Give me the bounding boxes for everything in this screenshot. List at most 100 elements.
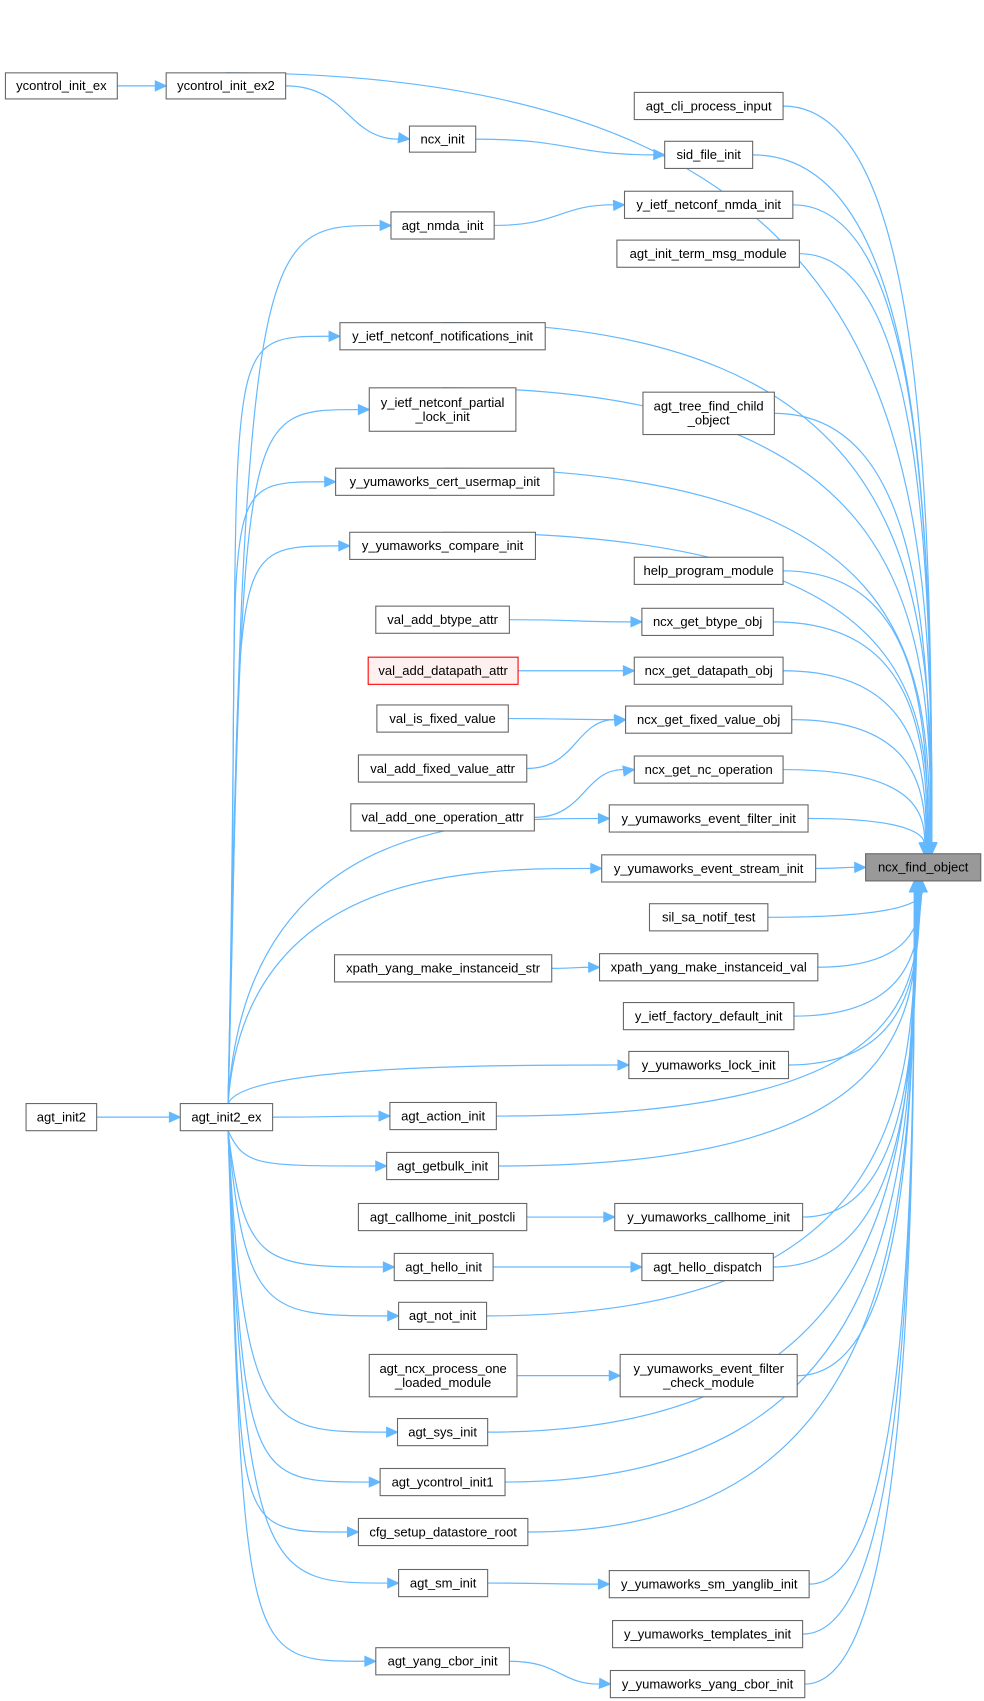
- node-label: y_yumaworks_event_filter_init: [621, 811, 796, 826]
- node-agt_sm_init[interactable]: agt_sm_init: [398, 1568, 489, 1598]
- node-agt_callhome_init_postcli[interactable]: agt_callhome_init_postcli: [357, 1202, 528, 1232]
- node-box: [641, 1252, 774, 1282]
- node-label: ncx_get_btype_obj: [653, 614, 762, 629]
- arrowhead-icon: [375, 1160, 388, 1172]
- node-y_yumaworks_sm_yanglib_init[interactable]: y_yumaworks_sm_yanglib_init: [608, 1570, 810, 1599]
- node-val_add_btype_attr[interactable]: val_add_btype_attr: [375, 605, 510, 634]
- arrowhead-icon: [908, 879, 921, 893]
- node-ncx_get_fixed_value_obj[interactable]: ncx_get_fixed_value_obj: [625, 705, 793, 734]
- node-y_yumaworks_templates_init[interactable]: y_yumaworks_templates_init: [612, 1619, 804, 1649]
- edge-line: [783, 768, 926, 843]
- call-edge-agt_init2_ex-to-y_yumaworks_lock_init: [227, 1059, 631, 1104]
- node-label: ycontrol_init_ex2: [177, 78, 275, 93]
- node-box: [664, 140, 754, 169]
- node-y_yumaworks_event_filter_init[interactable]: y_yumaworks_event_filter_init: [608, 804, 809, 833]
- node-box: [623, 190, 794, 219]
- node-val_add_fixed_value_attr[interactable]: val_add_fixed_value_attr: [357, 754, 528, 783]
- node-y_ietf_netconf_notifications_init[interactable]: y_ietf_netconf_notifications_init: [339, 322, 546, 351]
- call-edge-agt_init_term_msg_module-to-ncx_find_object: [799, 253, 938, 856]
- call-edge-agt_sm_init-to-y_yumaworks_sm_yanglib_init: [487, 1578, 611, 1590]
- edge-line: [804, 891, 916, 1685]
- node-label: agt_not_init: [409, 1308, 477, 1323]
- edge-line: [526, 719, 615, 770]
- arrowhead-icon: [918, 842, 930, 856]
- node-box: [376, 704, 509, 733]
- node-ycontrol_init_ex[interactable]: ycontrol_init_ex: [4, 72, 118, 100]
- node-box: [368, 1353, 518, 1398]
- node-label: val_add_btype_attr: [387, 612, 498, 627]
- call-edge-agt_init2_ex-to-agt_not_init: [227, 1130, 400, 1322]
- call-edge-agt_init2_ex-to-y_yumaworks_event_filter_init: [227, 812, 611, 1104]
- node-label: agt_action_init: [401, 1108, 485, 1123]
- call-edge-agt_init2_ex-to-y_yumaworks_event_stream_init: [227, 862, 604, 1104]
- arrowhead-icon: [368, 1476, 382, 1488]
- node-cfg_setup_datastore_root[interactable]: cfg_setup_datastore_root: [357, 1517, 529, 1547]
- edge-line: [227, 1130, 387, 1433]
- node-ncx_get_btype_obj[interactable]: ncx_get_btype_obj: [641, 607, 774, 636]
- node-label: ncx_find_object: [878, 860, 969, 875]
- edge-line: [509, 1660, 600, 1685]
- edge-line: [773, 891, 918, 1268]
- call-edge-val_add_fixed_value_attr-to-ncx_get_fixed_value_obj: [526, 715, 627, 770]
- node-box: [179, 1103, 274, 1132]
- node-xpath_yang_make_instanceid_str[interactable]: xpath_yang_make_instanceid_str: [333, 954, 553, 983]
- node-label: ncx_get_datapath_obj: [645, 663, 773, 678]
- node-y_ietf_netconf_partial_lock_init[interactable]: y_ietf_netconf_partial_lock_init: [368, 387, 517, 432]
- node-y_yumaworks_yang_cbor_init[interactable]: y_yumaworks_yang_cbor_init: [609, 1669, 806, 1699]
- node-agt_hello_dispatch[interactable]: agt_hello_dispatch: [641, 1252, 774, 1282]
- edge-line: [442, 322, 933, 843]
- edge-line: [487, 1582, 599, 1585]
- node-sil_sa_notif_test[interactable]: sil_sa_notif_test: [648, 903, 769, 932]
- node-agt_init2[interactable]: agt_init2: [25, 1103, 98, 1132]
- node-agt_init2_ex[interactable]: agt_init2_ex: [179, 1103, 274, 1132]
- arrowhead-icon: [612, 199, 626, 212]
- node-agt_hello_init[interactable]: agt_hello_init: [393, 1252, 494, 1282]
- node-agt_sys_init[interactable]: agt_sys_init: [396, 1417, 489, 1447]
- node-agt_cli_process_input[interactable]: agt_cli_process_input: [633, 91, 784, 121]
- node-ncx_get_nc_operation[interactable]: ncx_get_nc_operation: [633, 755, 784, 784]
- node-y_yumaworks_event_stream_init[interactable]: y_yumaworks_event_stream_init: [601, 854, 817, 883]
- edge-line: [272, 1115, 380, 1118]
- node-agt_nmda_init[interactable]: agt_nmda_init: [390, 211, 495, 240]
- node-box: [398, 1301, 488, 1331]
- node-agt_tree_find_child_object[interactable]: agt_tree_find_child_object: [642, 391, 775, 436]
- node-box: [357, 1202, 528, 1232]
- edge-line: [227, 867, 591, 1104]
- node-val_is_fixed_value[interactable]: val_is_fixed_value: [376, 704, 509, 733]
- node-y_ietf_netconf_nmda_init[interactable]: y_ietf_netconf_nmda_init: [623, 190, 794, 219]
- node-ncx_get_datapath_obj[interactable]: ncx_get_datapath_obj: [633, 656, 784, 685]
- node-agt_yang_cbor_init[interactable]: agt_yang_cbor_init: [375, 1647, 510, 1676]
- node-y_yumaworks_lock_init[interactable]: y_yumaworks_lock_init: [628, 1050, 790, 1080]
- node-box: [389, 1101, 497, 1131]
- node-label: agt_init2: [37, 1109, 86, 1124]
- node-agt_getbulk_init[interactable]: agt_getbulk_init: [386, 1151, 500, 1181]
- edge-line: [508, 717, 615, 721]
- node-box: [393, 1252, 494, 1282]
- node-agt_ycontrol_init1[interactable]: agt_ycontrol_init1: [379, 1467, 506, 1497]
- node-ncx_init[interactable]: ncx_init: [408, 125, 477, 153]
- arrowhead-icon: [357, 403, 371, 416]
- node-agt_not_init[interactable]: agt_not_init: [398, 1301, 488, 1331]
- node-box: [398, 1568, 489, 1598]
- node-val_add_one_operation_attr[interactable]: val_add_one_operation_attr: [350, 803, 535, 832]
- node-box: [616, 239, 800, 268]
- node-val_add_datapath_attr[interactable]: val_add_datapath_attr: [367, 656, 519, 685]
- node-y_yumaworks_callhome_init[interactable]: y_yumaworks_callhome_init: [614, 1202, 804, 1232]
- node-y_yumaworks_compare_init[interactable]: y_yumaworks_compare_init: [349, 531, 536, 560]
- edge-line: [285, 85, 399, 140]
- node-agt_action_init[interactable]: agt_action_init: [389, 1101, 497, 1131]
- node-agt_ncx_process_one_loaded_module[interactable]: agt_ncx_process_one_loaded_module: [368, 1353, 518, 1398]
- edge-line: [783, 670, 928, 843]
- node-xpath_yang_make_instanceid_val[interactable]: xpath_yang_make_instanceid_val: [598, 953, 819, 982]
- node-y_yumaworks_event_filter_check_module[interactable]: y_yumaworks_event_filter_check_module: [619, 1353, 798, 1398]
- node-help_program_module[interactable]: help_program_module: [633, 556, 784, 585]
- node-agt_init_term_msg_module[interactable]: agt_init_term_msg_module: [616, 239, 800, 268]
- node-ycontrol_init_ex2[interactable]: ycontrol_init_ex2: [165, 72, 287, 100]
- node-y_ietf_factory_default_init[interactable]: y_ietf_factory_default_init: [622, 1002, 795, 1031]
- node-y_yumaworks_cert_usermap_init[interactable]: y_yumaworks_cert_usermap_init: [335, 467, 555, 496]
- node-box: [612, 1619, 804, 1649]
- call-edge-val_add_datapath_attr-to-ncx_get_datapath_obj: [518, 665, 636, 677]
- node-box: [608, 804, 809, 833]
- node-sid_file_init[interactable]: sid_file_init: [664, 140, 754, 169]
- node-ncx_find_object[interactable]: ncx_find_object: [865, 853, 982, 882]
